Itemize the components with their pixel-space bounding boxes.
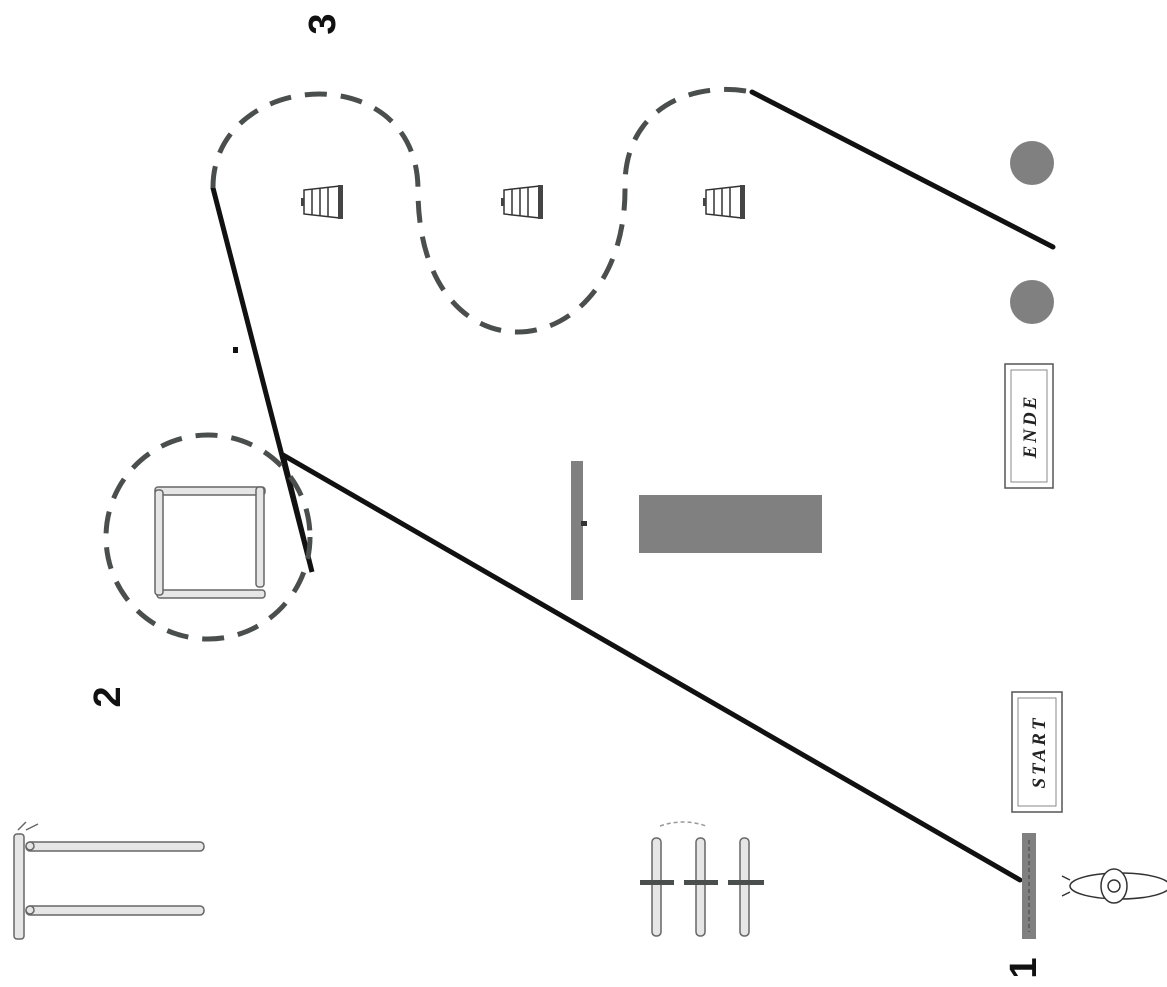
marker-dot	[1010, 280, 1054, 324]
cone-icon	[300, 184, 344, 220]
gate-poles	[13, 821, 205, 940]
cone-icon	[702, 184, 746, 220]
station-number-3: 3	[302, 13, 344, 34]
pole-square	[154, 486, 266, 599]
route-line	[210, 89, 1056, 883]
grey-block	[639, 495, 822, 553]
start-sign: START	[1011, 691, 1063, 813]
horse-rider-icon	[1061, 868, 1167, 904]
marker-dot	[1010, 141, 1054, 185]
start-label: START	[1029, 715, 1050, 788]
cone-icon	[500, 184, 544, 220]
end-sign: ENDE	[1004, 363, 1054, 489]
grey-pole	[571, 461, 583, 600]
station-number-1: 1	[1003, 957, 1045, 978]
dashed-circle-path	[103, 432, 313, 642]
ground-poles	[640, 821, 764, 937]
serpentine-dashed-path	[210, 86, 753, 335]
end-label: ENDE	[1020, 394, 1041, 460]
station-number-2: 2	[87, 686, 129, 707]
